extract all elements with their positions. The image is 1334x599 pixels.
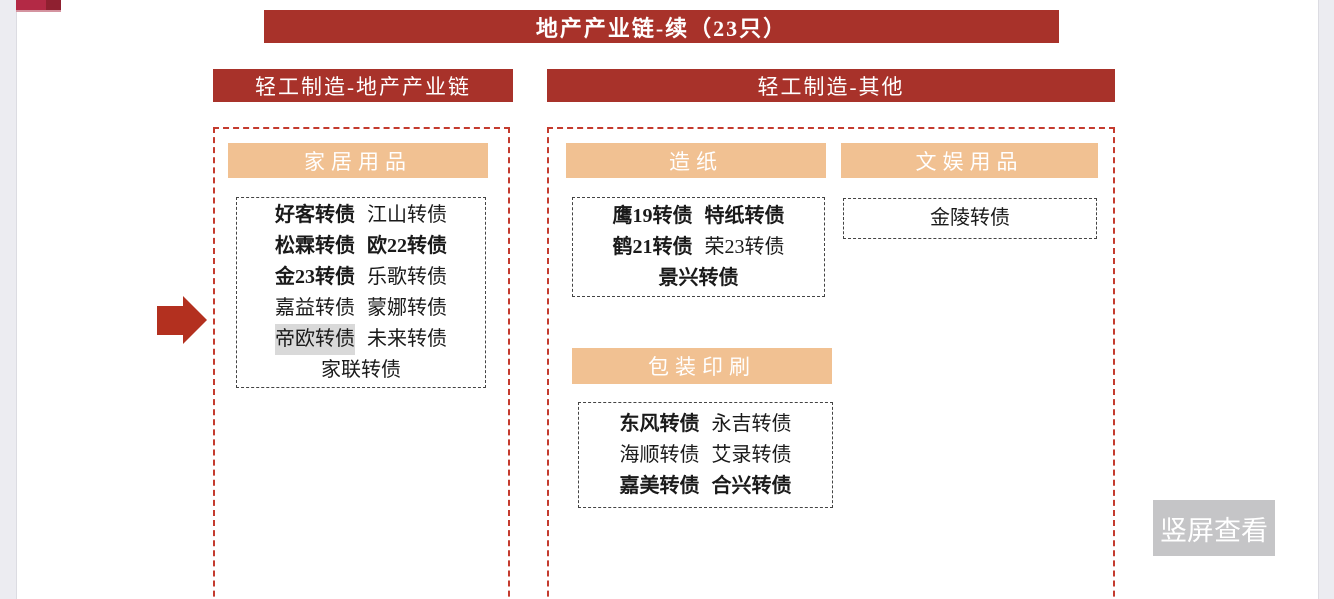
- category-header-packaging: 包装印刷: [572, 348, 832, 384]
- bond-item: 嘉美转债: [619, 474, 700, 497]
- bond-row: 景兴转债: [579, 263, 818, 294]
- bond-row: 松霖转债欧22转债: [243, 231, 479, 262]
- bond-item: 欧22转债: [367, 234, 447, 257]
- bond-row: 嘉益转债蒙娜转债: [243, 293, 479, 324]
- bond-row: 金陵转债: [850, 203, 1090, 234]
- bond-item: 鹰19转债: [612, 204, 693, 227]
- bond-item: 家联转债: [321, 358, 401, 381]
- logo-fragment-light: [16, 0, 46, 10]
- bond-item: 乐歌转债: [367, 265, 447, 288]
- category-header-paper: 造纸: [566, 143, 826, 178]
- bond-list-paper: 鹰19转债特纸转债鹤21转债荣23转债景兴转债: [572, 197, 825, 297]
- page-title: 地产产业链-续（23只）: [264, 10, 1059, 43]
- bond-row: 家联转债: [243, 355, 479, 386]
- bond-item: 鹤21转债: [612, 235, 693, 258]
- logo-fragment: [16, 0, 61, 12]
- bond-row: 东风转债永吉转债: [585, 409, 826, 440]
- bond-row: 海顺转债艾录转债: [585, 440, 826, 471]
- bond-item: 东风转债: [619, 412, 700, 435]
- bond-list-packaging: 东风转债永吉转债海顺转债艾录转债嘉美转债合兴转债: [578, 402, 833, 508]
- bond-item: 海顺转债: [619, 443, 700, 466]
- bond-item: 金23转债: [275, 265, 355, 288]
- bond-item: 蒙娜转债: [367, 296, 447, 319]
- bond-row: 金23转债乐歌转债: [243, 262, 479, 293]
- bond-item: 松霖转债: [275, 234, 355, 257]
- page-edge-left: [0, 0, 17, 599]
- bond-item: 金陵转债: [930, 207, 1010, 229]
- view-portrait-button[interactable]: 竖屏查看: [1153, 500, 1275, 556]
- bond-item: 合兴转债: [711, 474, 792, 497]
- bond-item: 江山转债: [367, 203, 447, 226]
- red-arrow-icon: [157, 296, 207, 344]
- category-header-home-goods: 家居用品: [228, 143, 488, 178]
- bond-item: 好客转债: [275, 203, 355, 226]
- category-header-entertainment: 文娱用品: [841, 143, 1098, 178]
- bond-row: 帝欧转债未来转债: [243, 323, 479, 355]
- page-edge-right: [1318, 0, 1334, 599]
- section-header-left: 轻工制造-地产产业链: [213, 69, 513, 102]
- bond-list-home-goods: 好客转债江山转债松霖转债欧22转债金23转债乐歌转债嘉益转债蒙娜转债帝欧转债未来…: [236, 197, 486, 388]
- bond-row: 鹰19转债特纸转债: [579, 201, 818, 232]
- bond-item: 景兴转债: [658, 266, 739, 289]
- bond-item: 未来转债: [367, 327, 447, 350]
- bond-item: 艾录转债: [711, 443, 792, 466]
- bond-item: 嘉益转债: [275, 296, 355, 319]
- bond-row: 好客转债江山转债: [243, 200, 479, 231]
- bond-item: 荣23转债: [704, 235, 785, 258]
- bond-item: 永吉转债: [711, 412, 792, 435]
- bond-item: 帝欧转债: [275, 323, 355, 355]
- bond-list-entertainment: 金陵转债: [843, 198, 1097, 239]
- logo-fragment-dark: [46, 0, 61, 10]
- section-header-right: 轻工制造-其他: [547, 69, 1115, 102]
- bond-row: 嘉美转债合兴转债: [585, 471, 826, 502]
- bond-item: 特纸转债: [704, 204, 785, 227]
- bond-row: 鹤21转债荣23转债: [579, 232, 818, 263]
